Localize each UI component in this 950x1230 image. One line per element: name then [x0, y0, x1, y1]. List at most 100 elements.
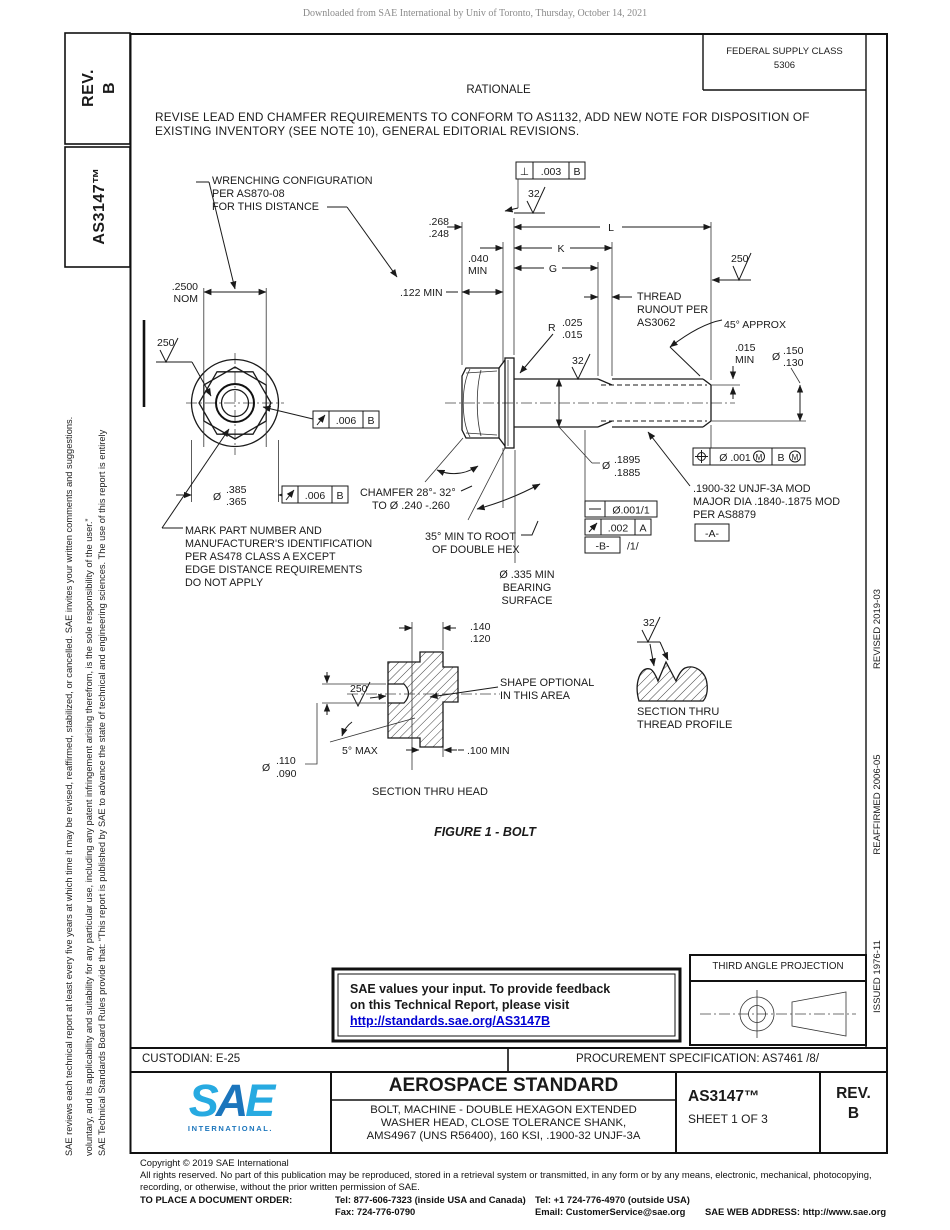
fcf-straightness-tol: Ø.001/1 — [612, 505, 650, 517]
thread-spec-1: .1900-32 UNJF-3A MOD — [693, 483, 811, 495]
fcf-position: Ø .001 M B M — [692, 425, 806, 466]
fsc-value: 5306 — [773, 60, 796, 71]
footer-copyright: Copyright © 2019 SAE International — [140, 1157, 289, 1168]
dim-1895-lo: .1885 — [614, 467, 640, 479]
fcf-002-datum: A — [639, 523, 646, 535]
dim-385-lo: .365 — [226, 496, 247, 508]
finish-250-right: 250 — [731, 253, 749, 265]
fcf-position-datum: B — [777, 452, 784, 464]
section-thru-head: .140 .120 250 SHAPE OPTIONAL IN THIS ARE… — [262, 621, 594, 798]
per-unit-label: /1/ — [627, 541, 639, 553]
fcf-stack: Ø.001/1 .002 A -B- /1/ — [584, 430, 658, 554]
title-desc-2: WASHER HEAD, CLOSE TOLERANCE SHANK, — [380, 1117, 627, 1129]
finish-250-section: 250 — [350, 683, 368, 695]
double-hex-note-1: 35° MIN TO ROOT — [425, 531, 516, 543]
dim-248: .248 — [429, 228, 450, 240]
dim-268: .268 — [429, 216, 450, 228]
section-thread-caption-1: SECTION THRU — [637, 706, 719, 718]
titleblock-sheet: SHEET 1 OF 3 — [688, 1112, 768, 1126]
third-angle-projection-box — [689, 954, 867, 1046]
finish-32-top: 32 — [528, 188, 540, 200]
chamfer-note-2: TO Ø .240 -.260 — [372, 500, 450, 512]
sheet-borders — [64, 32, 888, 1154]
finish-250-left: 250 — [157, 337, 175, 349]
dim-L: L — [608, 222, 614, 234]
mark-note-2: MANUFACTURER'S IDENTIFICATION — [185, 538, 372, 550]
fcf-006a-datum: B — [367, 415, 374, 427]
standard-type-heading: AEROSPACE STANDARD — [388, 1075, 619, 1096]
section-thread-caption-2: THREAD PROFILE — [637, 719, 732, 731]
fsc-label: FEDERAL SUPPLY CLASS — [726, 46, 843, 57]
third-angle-label: THIRD ANGLE PROJECTION — [712, 961, 844, 972]
wrenching-note: WRENCHING CONFIGURATION PER AS870-08 FOR… — [212, 175, 398, 278]
footer-tel2: Tel: +1 724-776-4970 (outside USA) — [535, 1194, 690, 1205]
feedback-link[interactable]: http://standards.sae.org/AS3147B — [350, 1014, 551, 1028]
double-hex-note-2: OF DOUBLE HEX — [432, 544, 520, 556]
datum-a-label: -A- — [705, 528, 720, 540]
shape-note-2: IN THIS AREA — [500, 690, 571, 702]
hexagon-outline-1 — [198, 371, 272, 435]
sae-logo: SAE INTERNATIONAL. — [130, 1078, 331, 1134]
figure-caption: FIGURE 1 - BOLT — [434, 825, 537, 839]
bolt-end-view: .2500 NOM 250 Ø .385 .365 — [156, 181, 314, 529]
rationale-text-line1: REVISE LEAD END CHAMFER REQUIREMENTS TO … — [155, 110, 810, 124]
finish-32-shank: 32 — [572, 355, 584, 367]
mmc-icon-2: M — [792, 453, 799, 462]
fcf-perp-datum: B — [573, 166, 580, 178]
dim-r: R — [548, 322, 556, 334]
dim-140-hi: .140 — [470, 621, 491, 633]
position-symbol-icon — [695, 450, 708, 463]
dim-K: K — [557, 243, 564, 255]
section-head-caption: SECTION THRU HEAD — [372, 786, 488, 798]
fcf-002-tol: .002 — [608, 523, 629, 535]
titleblock-doc-number: AS3147™ — [688, 1088, 760, 1105]
footer-fax: Fax: 724-776-0790 — [335, 1206, 416, 1217]
dim-015: .015 — [735, 342, 756, 354]
bearing-note-2: BEARING — [503, 582, 552, 594]
dim-100: .100 MIN — [467, 745, 510, 757]
dim-150-dia: Ø — [772, 351, 780, 363]
mark-note-1: MARK PART NUMBER AND — [185, 525, 322, 537]
section-thru-thread: 32 SECTION THRU THREAD PROFILE — [636, 616, 732, 731]
dim-110-dia: Ø — [262, 762, 270, 774]
dim-110-lo: .090 — [276, 768, 297, 780]
bearing-surface-note: Ø .335 MIN BEARING SURFACE — [499, 450, 555, 607]
finish-32-thread: 32 — [643, 617, 655, 629]
dim-150-hi: .150 — [783, 345, 804, 357]
dim-015-min: MIN — [735, 354, 754, 366]
dim-1895-hi: .1895 — [614, 454, 640, 466]
footer-email: Email: CustomerService@sae.org — [535, 1206, 686, 1217]
footer-tel1: Tel: 877-606-7323 (inside USA and Canada… — [335, 1194, 526, 1205]
runout-icon-b — [316, 414, 326, 426]
datum-b-label: -B- — [596, 541, 611, 553]
feedback-line2: on this Technical Report, please visit — [350, 998, 570, 1012]
thread-runout-2: RUNOUT PER — [637, 304, 708, 316]
dim-2500-nom: NOM — [174, 293, 199, 305]
bearing-note-1: Ø .335 MIN — [499, 569, 554, 581]
thread-spec-2: MAJOR DIA .1840-.1875 MOD — [693, 496, 840, 508]
rationale-text-line2: EXISTING INVENTORY (SEE NOTE 10), GENERA… — [155, 124, 580, 138]
shape-note-1: SHAPE OPTIONAL — [500, 677, 594, 689]
dim-2500: .2500 — [172, 281, 198, 293]
fcf-006b-tol: .006 — [305, 490, 326, 502]
mark-note-4: EDGE DISTANCE REQUIREMENTS — [185, 564, 362, 576]
dim-1895-dia: Ø — [602, 460, 610, 472]
feedback-box-frame — [331, 967, 682, 1043]
fcf-006b-datum: B — [336, 490, 343, 502]
dim-122: .122 MIN — [400, 287, 443, 299]
thread-runout-1: THREAD — [637, 291, 682, 303]
fcf-perp-tol: .003 — [541, 166, 562, 178]
note-45deg: 45° APPROX — [724, 319, 786, 331]
feedback-line1: SAE values your input. To provide feedba… — [350, 982, 611, 996]
dim-r-hi: .025 — [562, 317, 583, 329]
dim-385-hi: .385 — [226, 484, 247, 496]
perpendicularity-icon: ⊥ — [520, 166, 529, 178]
wrenching-note-1: WRENCHING CONFIGURATION — [212, 175, 373, 187]
runout-icon-c — [285, 489, 295, 501]
dim-150-lo: .130 — [783, 357, 804, 369]
side-view-dimensions: .268 .248 L K G .040 MIN .122 MIN — [360, 161, 840, 607]
sae-logo-sub: INTERNATIONAL. — [187, 1124, 274, 1133]
fcf-006a-tol: .006 — [336, 415, 357, 427]
